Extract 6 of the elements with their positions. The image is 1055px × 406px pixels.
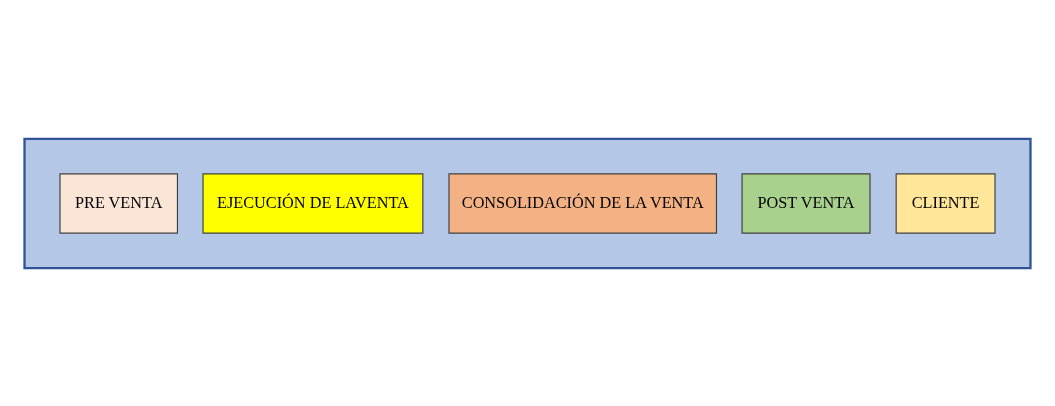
cluster	[23, 137, 1032, 269]
node-box: PRE VENTA	[59, 172, 179, 234]
node-box: CONSOLIDACIÓN DE LA VENTA	[448, 172, 718, 234]
node-box: CLIENTE	[895, 172, 996, 234]
node-box: EJECUCIÓN DE LAVENTA	[202, 172, 424, 234]
node-box: POST VENTA	[741, 172, 871, 234]
